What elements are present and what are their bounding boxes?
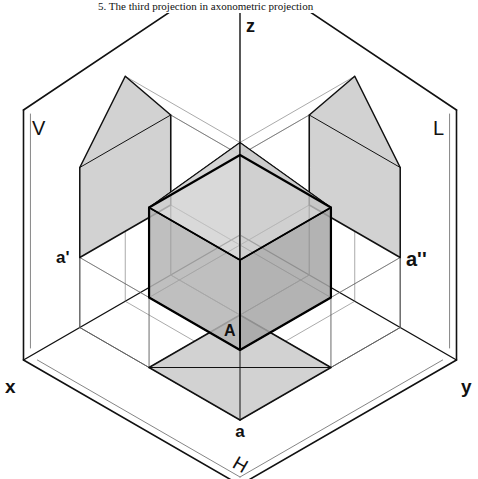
axis-label: y — [461, 377, 472, 398]
point-label: a' — [56, 249, 70, 268]
plane-label: L — [433, 117, 444, 139]
hip-line — [149, 367, 240, 368]
eave-line — [309, 115, 400, 168]
eave-line — [80, 115, 171, 168]
axis-label: z — [246, 17, 255, 37]
roof-face — [240, 143, 331, 261]
plane-label: H — [229, 453, 251, 478]
point-label: A — [224, 322, 236, 340]
point-label: a — [235, 423, 244, 442]
hip-line — [240, 368, 241, 421]
plane-border — [449, 114, 450, 348]
hip-line — [240, 367, 331, 368]
house-edge — [239, 260, 241, 350]
roof-face — [149, 143, 240, 261]
point-label: a'' — [406, 248, 427, 270]
axis-label: x — [5, 377, 16, 398]
frame-edge — [23, 110, 25, 360]
plane-label: V — [32, 117, 45, 139]
house-edge — [240, 208, 331, 261]
figure-title: 5. The third projection in axonometric p… — [96, 0, 315, 13]
house-outline — [149, 155, 331, 350]
projector-line — [240, 260, 241, 420]
frame-edge — [456, 110, 458, 360]
plane-border — [30, 114, 31, 348]
house-edge — [149, 208, 240, 261]
